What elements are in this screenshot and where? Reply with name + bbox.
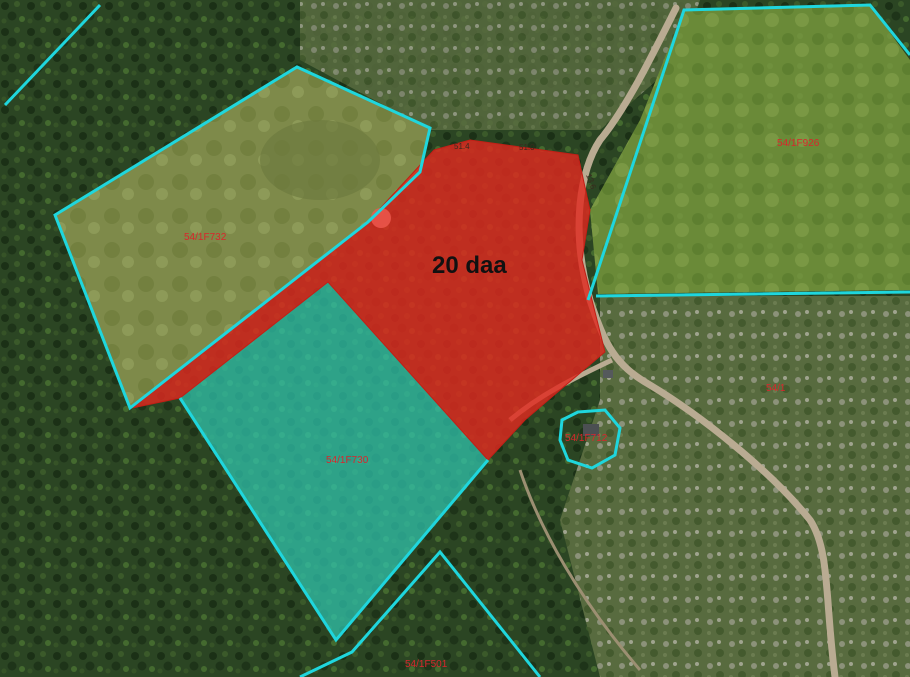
meadow-top-right <box>590 5 910 294</box>
building-small <box>603 370 613 378</box>
edge-label-top-2: 51.0 <box>519 143 535 152</box>
parcel-label-top-right: 54/1F926 <box>777 138 820 149</box>
edge-label-top-1: 51.4 <box>454 142 470 151</box>
parcel-label-bottom-left: 54/1F730 <box>326 455 369 466</box>
selected-parcel[interactable] <box>131 139 606 461</box>
building <box>583 424 599 436</box>
parcel-outline-top-right[interactable] <box>586 3 910 301</box>
parcel-outline-right-divider <box>595 290 910 298</box>
parcel-outline-bottom-left[interactable] <box>178 397 490 643</box>
parcel-outline-small-octagon[interactable] <box>558 408 622 470</box>
parcel-outline-far-left <box>3 3 102 107</box>
area-label: 20 daa <box>432 252 507 279</box>
heath-area-right <box>560 296 910 677</box>
heath-area-top <box>300 0 700 130</box>
parcel-outline-bottom[interactable] <box>299 549 542 677</box>
parcel-outline-top-left[interactable] <box>53 65 432 411</box>
parcel-label-small-octagon: 54/1F712 <box>565 433 608 444</box>
parcel-label-right-mid: 54/1 <box>766 383 786 394</box>
field-dark-patch <box>260 120 380 200</box>
parcel-label-top-left: 54/1F732 <box>184 232 227 243</box>
parcel-label-bottom: 54/1F501 <box>405 659 448 670</box>
track-south <box>518 469 642 671</box>
road-main <box>575 4 839 677</box>
